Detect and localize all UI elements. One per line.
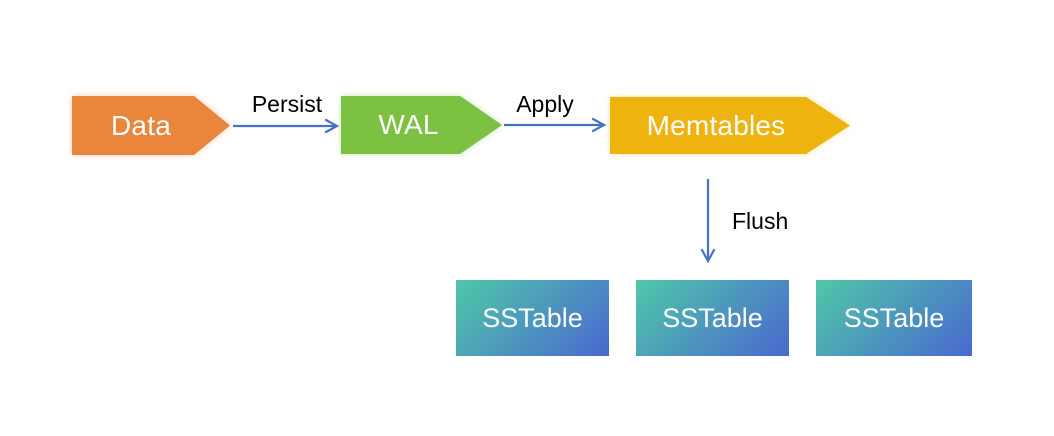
node-sstable-1: SSTable	[456, 280, 609, 356]
node-wal-label: WAL	[378, 109, 439, 140]
node-sstable-2: SSTable	[636, 280, 789, 356]
node-memtables-label: Memtables	[646, 109, 786, 141]
node-memtables: Memtables	[610, 97, 850, 154]
node-sstable-3-label: SSTable	[843, 302, 945, 333]
flush-label: Flush	[732, 208, 789, 234]
node-wal: WAL	[341, 96, 502, 154]
persist-label: Persist	[251, 91, 323, 117]
node-sstable-1-label: SSTable	[482, 302, 583, 333]
node-sstable-2-label: SSTable	[662, 302, 763, 333]
node-data: Data	[72, 96, 230, 155]
node-sstable-3: SSTable	[816, 280, 972, 356]
node-data-label: Data	[111, 109, 171, 141]
apply-label: Apply	[516, 91, 574, 117]
